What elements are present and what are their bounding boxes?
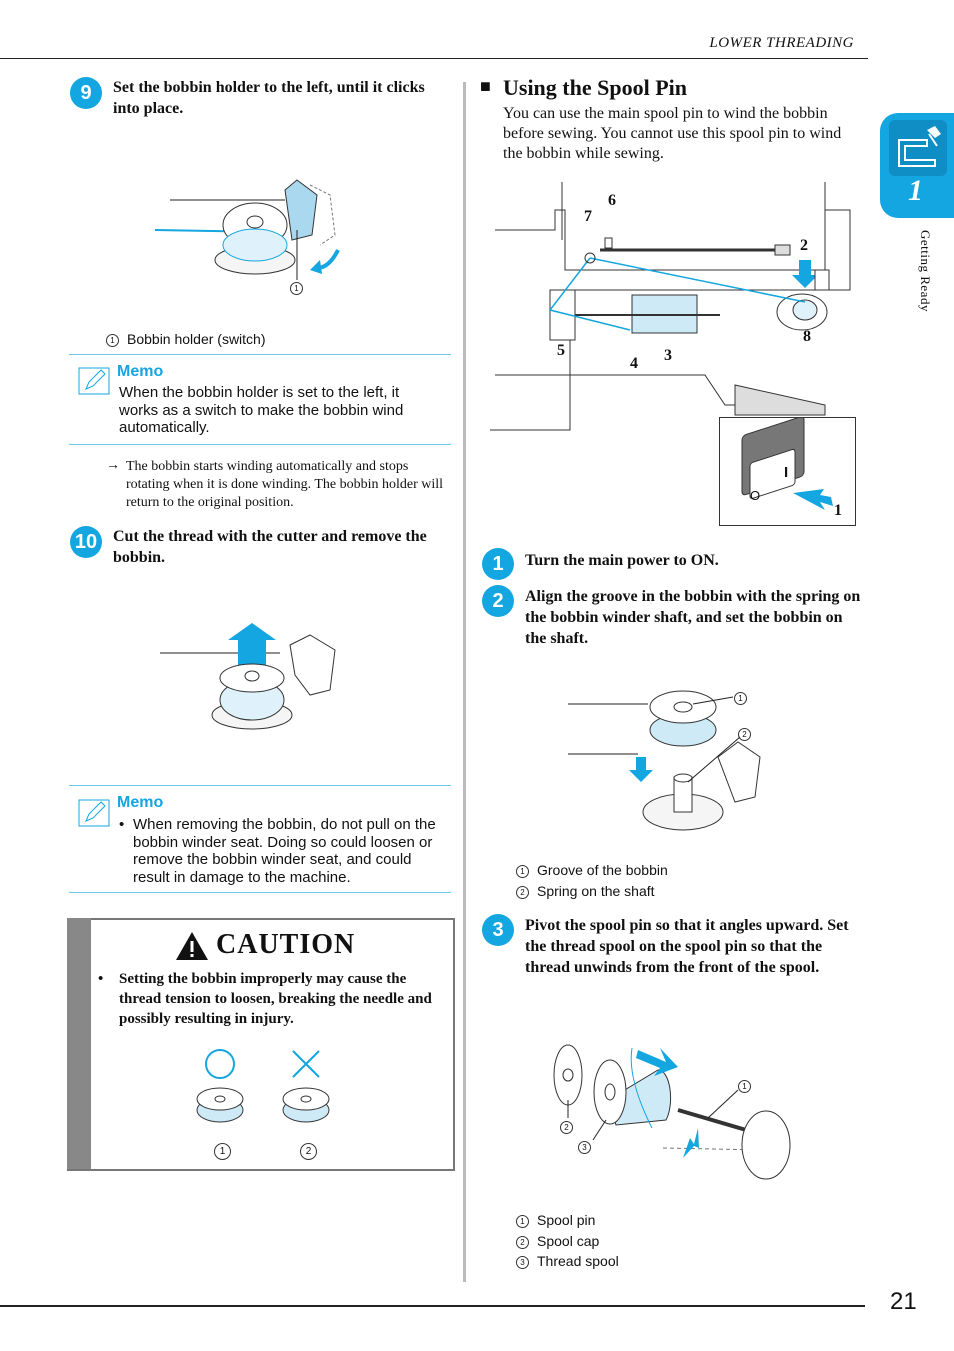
machine-label-5: 5 [557,342,565,360]
section-title: Using the Spool Pin [503,75,687,101]
memo-1-top-rule [69,354,451,355]
page-number: 21 [890,1288,917,1316]
step-3-badge: 3 [482,914,514,946]
machine-label-8: 8 [803,328,811,346]
machine-label-6: 6 [608,192,616,210]
figure-3-callout-1: 1 [738,1080,759,1093]
memo-2-top-rule [69,785,451,786]
figure-2-legend-1: 1Groove of the bobbin [516,862,668,878]
sewing-machine-icon [889,120,947,176]
section-marker: ■ [480,76,491,97]
footer-rule [0,1305,865,1307]
memo-1-body: When the bobbin holder is set to the lef… [119,384,439,437]
step-2-text: Align the groove in the bobbin with the … [525,586,865,649]
figure-3-legend-3: 3Thread spool [516,1253,619,1269]
running-header: LOWER THREADING [709,35,854,52]
header-rule [0,58,868,59]
machine-label-1: 1 [834,502,842,520]
figure-1-callout: 1 [290,282,311,295]
chapter-number: 1 [908,174,923,208]
figure-2-legend-2: 2Spring on the shaft [516,883,655,899]
column-divider [463,82,466,1282]
memo-2-bottom-rule [69,892,451,893]
memo-2-body: When removing the bobbin, do not pull on… [133,816,443,886]
section-intro: You can use the main spool pin to wind t… [503,104,863,164]
pencil-icon [78,367,110,400]
machine-label-4: 4 [630,355,638,373]
bobbin-on-shaft-figure [568,682,768,852]
step-10-badge: 10 [70,526,102,558]
caution-side-bar [67,918,91,1169]
step-9-text: Set the bobbin holder to the left, until… [113,77,443,119]
step-1-text: Turn the main power to ON. [525,550,865,571]
machine-label-2: 2 [800,237,808,255]
step-1-badge: 1 [482,548,514,580]
caution-figure-label-1: 1 [214,1142,239,1160]
caution-text: Setting the bobbin improperly may cause … [119,969,439,1029]
figure-1-legend: 1Bobbin holder (switch) [106,331,266,347]
step-10-text: Cut the thread with the cutter and remov… [113,526,448,568]
bobbin-comparison-figure [190,1045,340,1140]
memo-1-title: Memo [117,363,163,381]
step-3-text: Pivot the spool pin so that it angles up… [525,915,865,978]
note-arrow: → [106,458,120,474]
memo-1-bottom-rule [69,444,451,445]
caution-title: CAUTION [216,929,355,961]
step-9-badge: 9 [70,77,102,109]
remove-bobbin-figure [160,620,350,745]
switch-on-glyph: I [784,464,788,481]
machine-label-3: 3 [664,347,672,365]
memo-2-title: Memo [117,794,163,812]
bobbin-holder-figure [150,170,360,305]
machine-label-7: 7 [584,208,592,226]
spool-pin-figure [548,1040,808,1195]
step-2-badge: 2 [482,585,514,617]
note-text: The bobbin starts winding automatically … [126,458,451,512]
caution-bullet: • [98,969,103,989]
caution-figure-label-2: 2 [300,1142,325,1160]
figure-2-callout-1: 1 [734,692,755,705]
pencil-icon [78,799,110,832]
warning-triangle-icon [174,930,210,967]
figure-3-callout-3: 3 [578,1141,599,1154]
figure-3-callout-2: 2 [560,1121,581,1134]
figure-3-legend-2: 2Spool cap [516,1233,599,1249]
switch-off-glyph: O [750,488,760,503]
chapter-label: Getting Ready [917,230,933,312]
figure-3-legend-1: 1Spool pin [516,1212,595,1228]
figure-2-callout-2: 2 [738,728,759,741]
memo-2-bullet: • [119,816,124,834]
